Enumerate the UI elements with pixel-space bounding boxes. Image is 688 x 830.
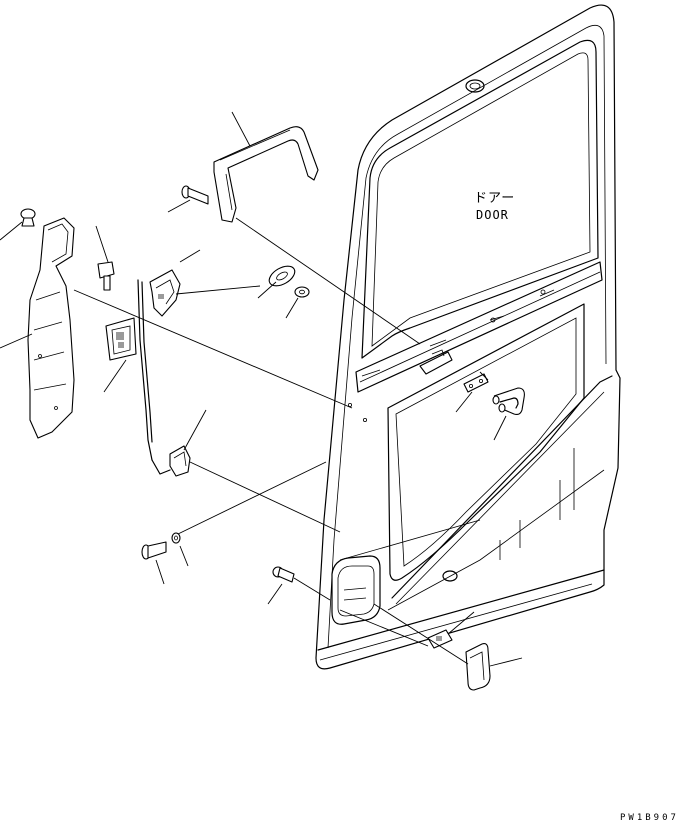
end-cap-part: [465, 643, 523, 691]
striker-plate-part: [455, 373, 489, 413]
trim-clip-part: [0, 208, 36, 241]
door-label-english: DOOR: [476, 208, 509, 222]
drawing-code: PW1B907: [620, 813, 679, 823]
door-panel: [315, 4, 621, 670]
washer-part: [285, 286, 310, 319]
door-lock-assembly-part: [103, 317, 137, 393]
outer-handle-bolt-part: [267, 566, 295, 605]
u-bolt-part: [492, 387, 525, 441]
rubber-stopper-part: [257, 265, 296, 299]
lower-latch-part: [151, 409, 207, 477]
lock-bolt-part: [95, 225, 115, 291]
assembly-lines: [73, 217, 489, 665]
door-seal-trim-part: [0, 217, 75, 439]
upper-grab-handle-part: [213, 111, 319, 223]
door-label-japanese: ドアー: [474, 191, 515, 206]
lower-bolt-part: [141, 541, 167, 585]
handle-bolt-part: [167, 185, 209, 213]
catch-bracket-part: [427, 611, 475, 649]
small-washer-part: [171, 532, 189, 567]
latch-striker-upper-part: [137, 249, 201, 461]
